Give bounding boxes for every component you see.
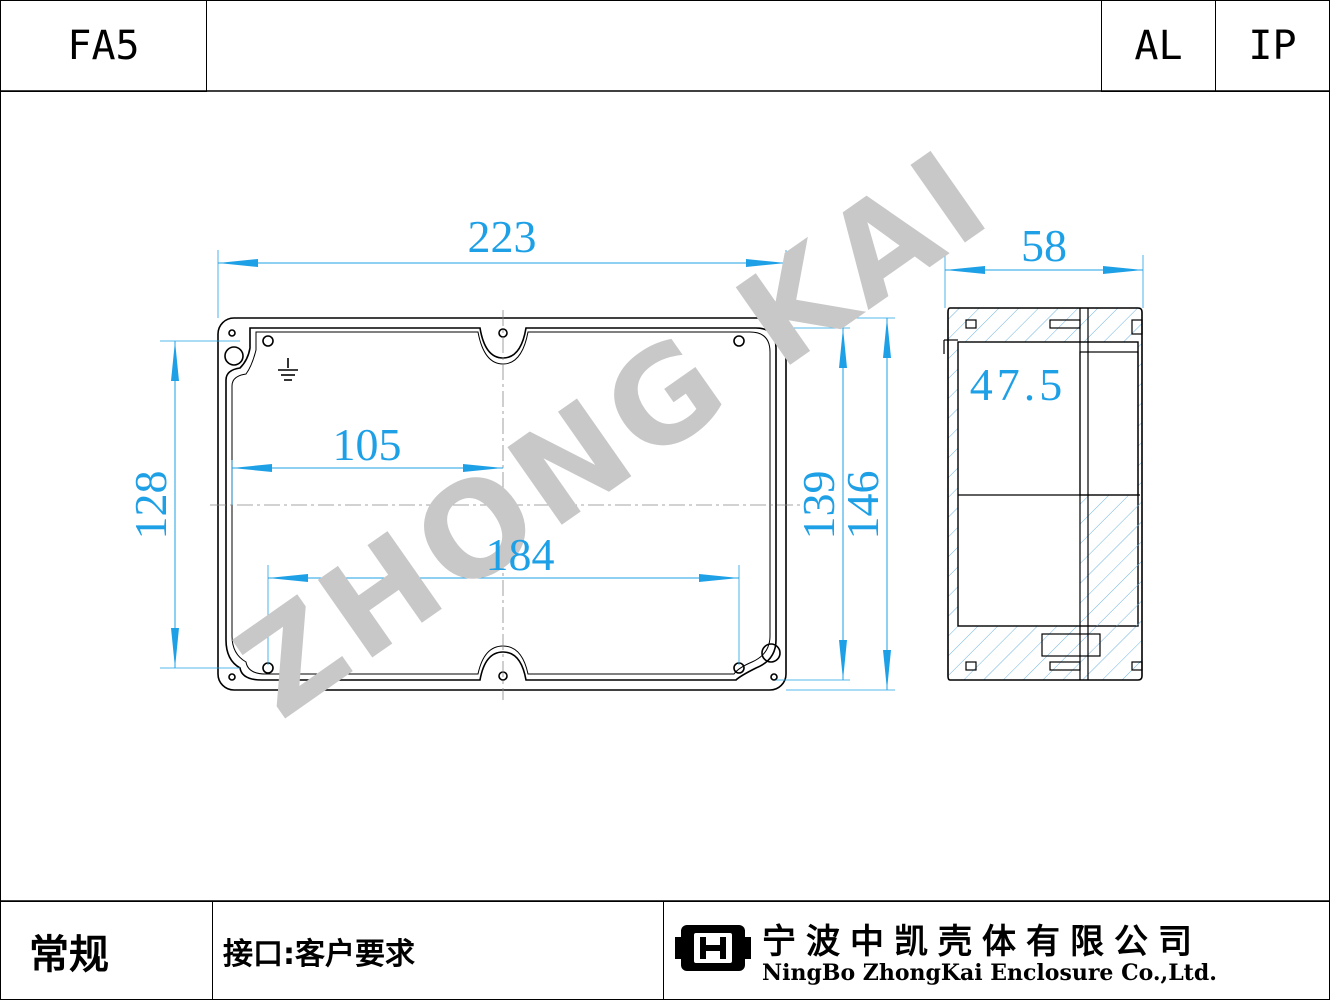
type-cell: 常规 <box>0 901 213 1000</box>
company-cell: 宁波中凯壳体有限公司 NingBo ZhongKai Enclosure Co.… <box>663 901 1330 1000</box>
side-section-view <box>943 307 1143 681</box>
dim-hole-spacing-x: 184 <box>486 529 555 580</box>
dim-overall-width: 146 <box>837 471 888 540</box>
dim-inner-half-length: 105 <box>333 419 402 470</box>
model-code: FA5 <box>67 23 140 69</box>
company-name-cn: 宁波中凯壳体有限公司 <box>762 922 1202 962</box>
interface-label: 接口:客户要求 <box>223 936 415 972</box>
material-code: AL <box>1134 23 1183 69</box>
company-logo <box>675 925 751 971</box>
ip-rating: IP <box>1248 23 1297 69</box>
type-label: 常规 <box>29 931 109 978</box>
interface-cell: 接口:客户要求 <box>212 901 664 1000</box>
dim-overall-length: 223 <box>468 211 537 262</box>
dim-inner-width: 139 <box>793 471 844 540</box>
top-view <box>217 317 787 691</box>
rating-cell: IP <box>1215 0 1330 92</box>
company-name-en: NingBo ZhongKai Enclosure Co.,Ltd. <box>762 960 1217 986</box>
dim-hole-spacing-y: 128 <box>125 471 176 540</box>
dim-inner-depth: 47.5 <box>970 359 1067 410</box>
dim-overall-height: 58 <box>1021 220 1067 271</box>
